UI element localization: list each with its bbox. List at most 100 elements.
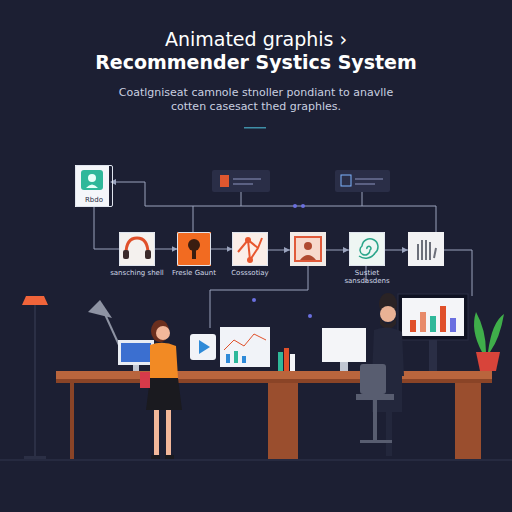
- diagram-title: Recommender Systics System: [26, 50, 486, 75]
- desk: [70, 383, 74, 461]
- network-icon: [245, 237, 251, 243]
- info-panel: [233, 178, 261, 180]
- woman-figure: [156, 326, 170, 340]
- desk: [56, 371, 492, 461]
- bus-line: [362, 192, 363, 206]
- headphones-icon: [119, 232, 155, 266]
- divider: [244, 127, 266, 129]
- office-chair: [373, 400, 377, 440]
- arrow-head: [284, 247, 290, 253]
- woman-figure: [151, 320, 169, 342]
- monitor: [234, 351, 238, 363]
- potted-plant: [476, 352, 500, 371]
- user-icon: [86, 185, 98, 189]
- hand-icon: [408, 232, 444, 266]
- floor-lamp: [34, 305, 36, 457]
- bus-line: [193, 206, 436, 232]
- monitor: [190, 334, 216, 360]
- floor-lamp: [24, 456, 46, 459]
- network-icon: [238, 238, 262, 260]
- node-label: Sustiet sansdasdens: [336, 269, 398, 285]
- office-chair: [356, 394, 394, 400]
- network-icon: [232, 232, 268, 266]
- monitor: [410, 320, 416, 332]
- network-icon: [247, 257, 253, 263]
- node-label: Cosssotiay: [219, 269, 281, 277]
- photo-icon: [290, 232, 326, 266]
- junction-dot: [252, 298, 256, 302]
- office-chair: [360, 440, 392, 443]
- office-chair: [360, 364, 386, 394]
- monitor: [420, 312, 426, 332]
- books: [290, 354, 295, 371]
- desk: [56, 379, 492, 383]
- icon-box: Cosssotiay: [232, 232, 268, 266]
- node-label: sansching shell: [106, 269, 168, 277]
- icon-box: Rbdo: [75, 165, 113, 207]
- headphones-icon: [126, 238, 148, 254]
- photo-icon: [300, 255, 316, 260]
- user-icon: [81, 170, 103, 190]
- potted-plant: [474, 312, 504, 371]
- bus-line: [112, 182, 145, 183]
- node-label: Rbdo: [76, 196, 112, 204]
- arrow-head: [110, 179, 116, 185]
- spiral-icon: [349, 232, 385, 266]
- icon-box: sansching shell: [119, 232, 155, 266]
- headphones-icon: [123, 250, 129, 259]
- bus-line: [145, 182, 193, 232]
- info-panel: [341, 175, 351, 186]
- man-figure: [386, 412, 392, 456]
- floor-lamp: [22, 296, 48, 305]
- info-panel: [355, 178, 383, 180]
- monitor: [322, 328, 366, 362]
- arrow-head: [402, 247, 408, 253]
- books: [278, 352, 283, 371]
- info-panel: [335, 170, 390, 192]
- junction-dot: [301, 204, 305, 208]
- info-panel: [355, 183, 375, 185]
- caption-text: Coatlgniseat camnole stnoller pondiant t…: [111, 86, 401, 114]
- keyhole-icon: [192, 248, 196, 259]
- monitor: [220, 327, 270, 367]
- keyhole-icon: [177, 232, 211, 266]
- man-figure: [380, 318, 396, 329]
- node-label: Fresle Gaunt: [163, 269, 225, 277]
- headphones-icon: [145, 250, 151, 259]
- icon-box: Sustiet sansdasdens: [349, 232, 385, 266]
- monitor: [430, 316, 436, 332]
- monitor: [402, 298, 464, 336]
- monitor: [242, 356, 246, 363]
- bus-line: [444, 250, 472, 296]
- woman-figure: [154, 410, 159, 456]
- woman-figure: [166, 410, 171, 456]
- monitor: [133, 365, 139, 371]
- bus-line: [241, 192, 242, 206]
- man-figure: [380, 306, 396, 322]
- floor-line: [0, 459, 512, 461]
- monitor: [398, 294, 468, 340]
- info-panel: [220, 175, 229, 187]
- bus-line: [210, 266, 308, 328]
- flow-connector: [155, 249, 177, 250]
- flow-connector: [211, 249, 232, 250]
- icon-box: Fresle Gaunt: [177, 232, 211, 266]
- monitor: [199, 340, 210, 354]
- potted-plant: [474, 312, 504, 352]
- books: [278, 348, 295, 371]
- monitor: [429, 340, 437, 371]
- photo-icon: [295, 237, 321, 261]
- monitor: [340, 362, 348, 371]
- divider: [244, 127, 266, 129]
- monitor: [440, 306, 446, 332]
- spiral-icon: [359, 239, 378, 258]
- headphones-icon: [119, 232, 155, 266]
- subtitle-label: Animated graphis ›: [56, 27, 456, 52]
- keyhole-icon: [177, 232, 211, 266]
- monitor: [121, 343, 151, 362]
- flow-connector: [94, 207, 119, 249]
- photo-icon: [304, 242, 312, 250]
- office-chair: [356, 364, 394, 443]
- floor-line: [0, 459, 512, 461]
